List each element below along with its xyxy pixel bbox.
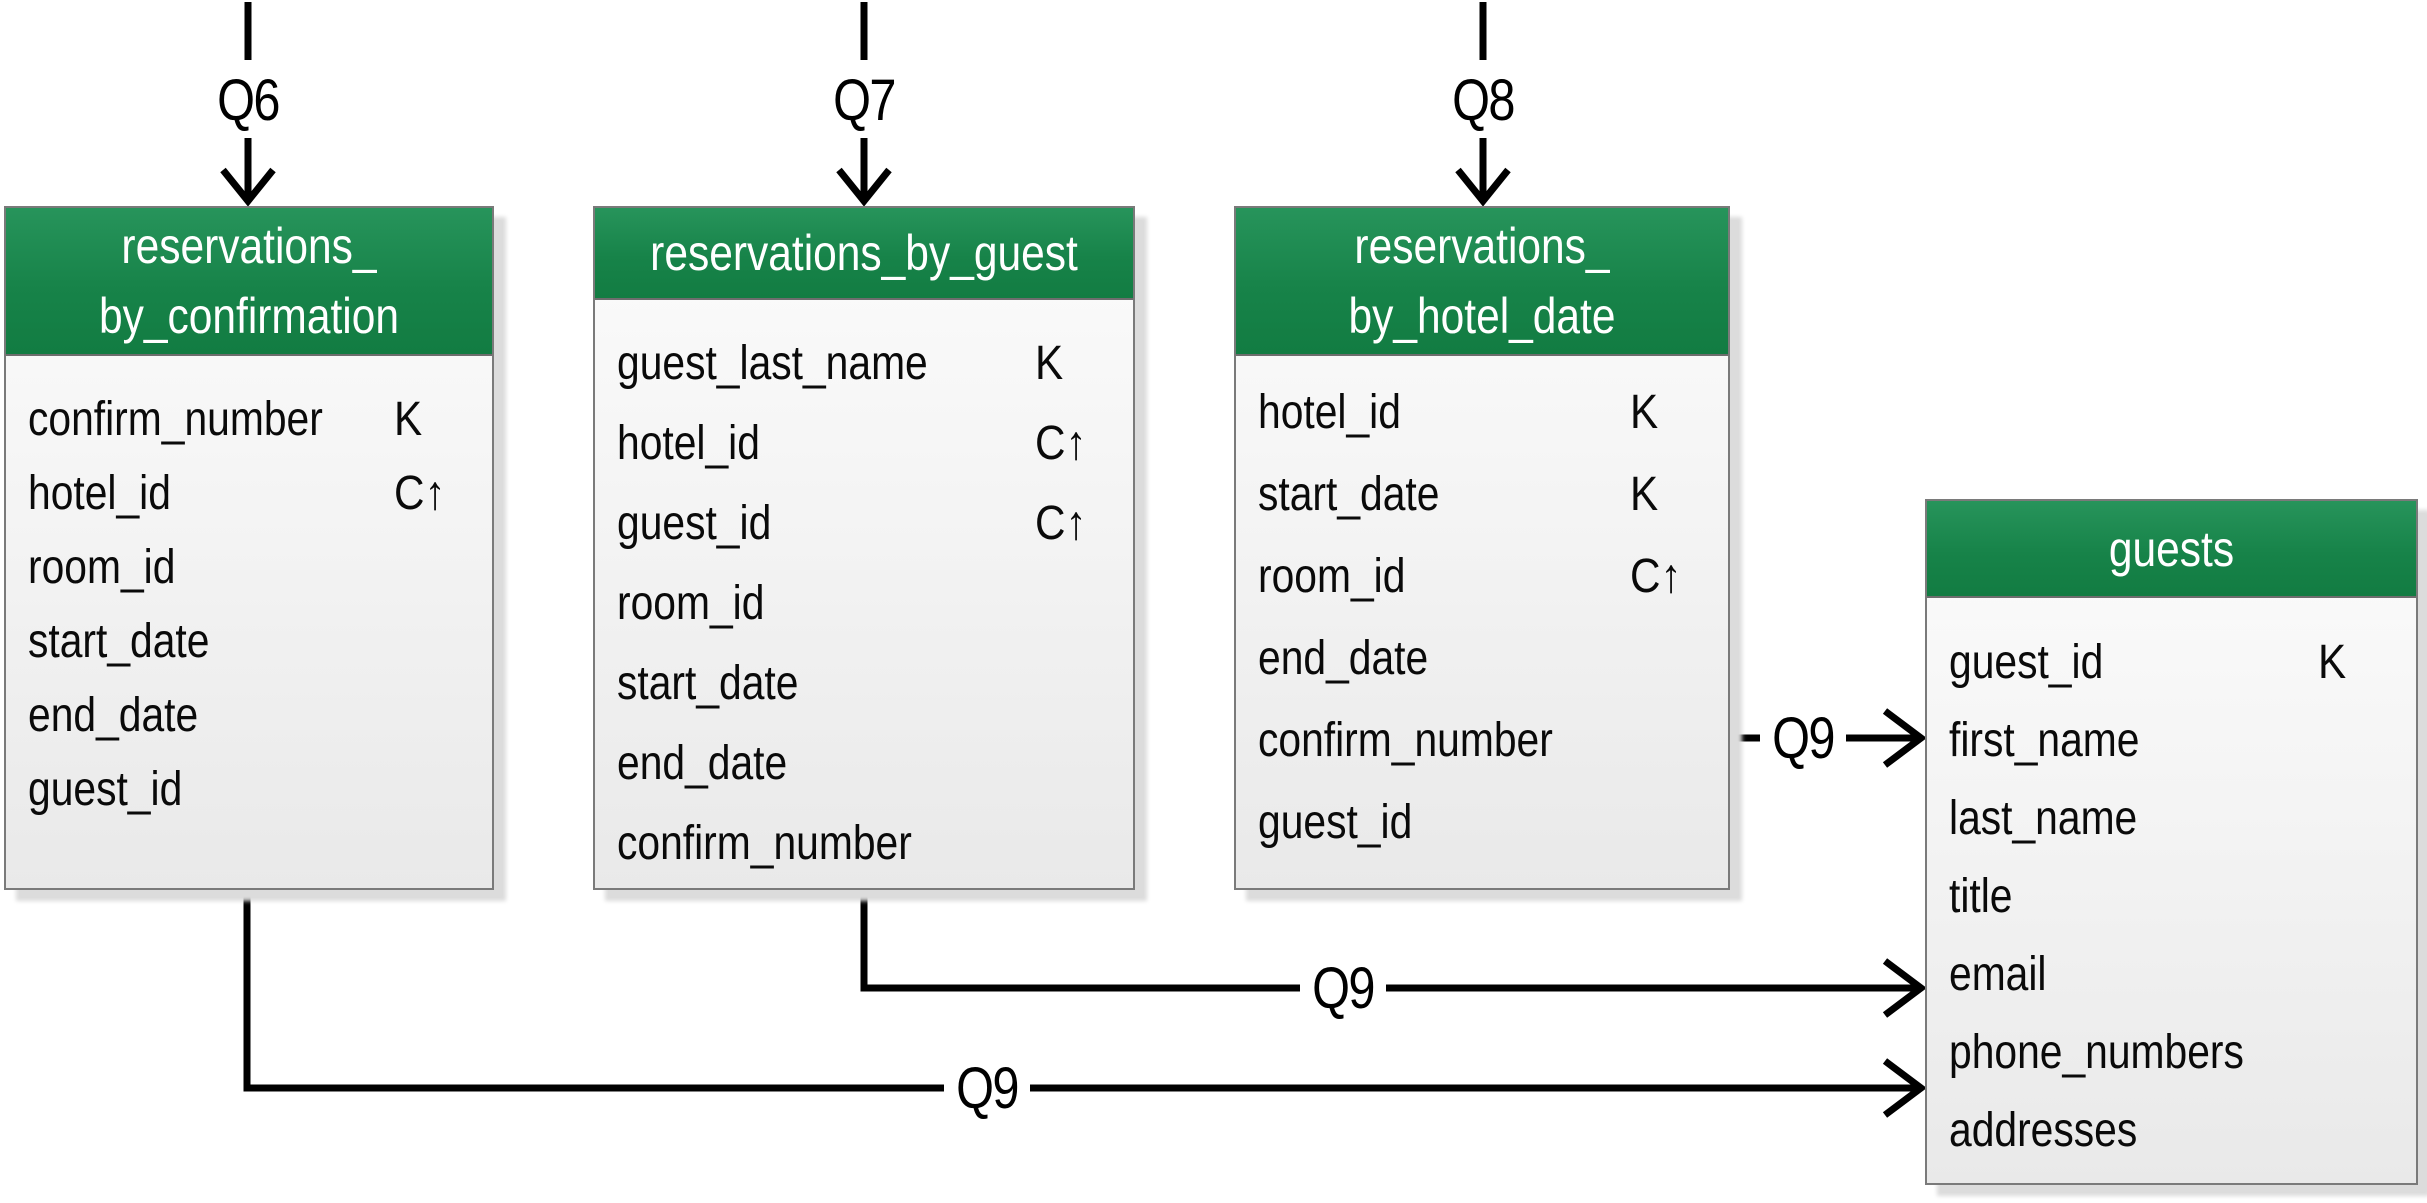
field-row: end_date: [1236, 617, 1728, 699]
field-row: start_date K: [1236, 453, 1728, 535]
q9-confirmation-arrowhead-icon: [1882, 1058, 1927, 1118]
field-row: email: [1927, 935, 2416, 1013]
field-key-marker: K: [394, 392, 423, 446]
q9-confirmation-line: [243, 890, 1917, 1092]
field-key-marker: C↑: [1035, 496, 1087, 550]
field-row: end_date: [595, 723, 1133, 803]
field-key-marker: K: [1035, 336, 1064, 390]
field-row: guest_id C↑: [595, 483, 1133, 563]
field-name: confirm_number: [617, 816, 912, 870]
field-row: start_date: [6, 604, 492, 678]
field-name: hotel_id: [617, 416, 760, 470]
field-name: start_date: [1258, 467, 1440, 521]
field-row: last_name: [1927, 779, 2416, 857]
field-row: title: [1927, 857, 2416, 935]
field-name: hotel_id: [28, 466, 171, 520]
field-name: start_date: [617, 656, 799, 710]
field-row: confirm_number: [1236, 699, 1728, 781]
q9-guest-line: [860, 890, 1917, 992]
field-name: end_date: [28, 688, 199, 742]
field-row: confirm_number K: [6, 382, 492, 456]
field-key-marker: C↑: [394, 466, 446, 520]
field-name: guest_last_name: [617, 336, 928, 390]
q6-arrowhead-icon: [220, 167, 276, 207]
field-name: room_id: [1258, 549, 1406, 603]
q9-guest-label: Q9: [1312, 957, 1374, 1021]
q9-hotel-date-label: Q9: [1772, 707, 1834, 771]
field-row: guest_last_name K: [595, 323, 1133, 403]
q7-label: Q7: [833, 69, 895, 133]
field-row: room_id C↑: [1236, 535, 1728, 617]
field-key-marker: K: [1630, 385, 1659, 439]
table-title-line: reservations_: [1354, 218, 1610, 274]
field-name: first_name: [1949, 713, 2140, 767]
field-row: hotel_id C↑: [595, 403, 1133, 483]
table-header: reservations_ by_hotel_date: [1236, 208, 1728, 356]
field-name: last_name: [1949, 791, 2138, 845]
field-name: start_date: [28, 614, 210, 668]
q9-hotel-date-label-bg: [1760, 707, 1846, 769]
field-name: confirm_number: [1258, 713, 1553, 767]
field-name: end_date: [617, 736, 788, 790]
table-title-line: reservations_: [121, 218, 377, 274]
table-title-line: guests: [2108, 520, 2235, 577]
field-name: email: [1949, 947, 2047, 1001]
field-key-marker: C↑: [1630, 549, 1682, 603]
table-title-line: reservations_by_guest: [650, 225, 1078, 281]
q9-confirmation-label: Q9: [956, 1057, 1018, 1121]
field-name: room_id: [28, 540, 176, 594]
table-reservations-by-confirmation: reservations_ by_confirmation confirm_nu…: [4, 206, 494, 890]
table-header: reservations_by_guest: [595, 208, 1133, 300]
q8-arrowhead-icon: [1455, 167, 1511, 207]
field-name: guest_id: [28, 762, 183, 816]
field-key-marker: K: [2318, 635, 2347, 689]
q9-hotel-date-arrowhead-icon: [1882, 708, 1927, 768]
field-key-marker: K: [1630, 467, 1659, 521]
q8-label: Q8: [1452, 69, 1514, 133]
field-row: addresses: [1927, 1091, 2416, 1169]
table-header: guests: [1927, 501, 2416, 598]
q6-label: Q6: [217, 69, 279, 133]
q9-guest-arrowhead-icon: [1882, 958, 1927, 1018]
table-title-line: by_hotel_date: [1348, 288, 1616, 344]
field-name: room_id: [617, 576, 765, 630]
field-row: first_name: [1927, 701, 2416, 779]
field-row: start_date: [595, 643, 1133, 723]
field-name: end_date: [1258, 631, 1429, 685]
q9-guest-label-bg: [1300, 957, 1386, 1019]
field-row: confirm_number: [595, 803, 1133, 883]
field-row: phone_numbers: [1927, 1013, 2416, 1091]
field-key-marker: C↑: [1035, 416, 1087, 470]
field-row: end_date: [6, 678, 492, 752]
field-name: confirm_number: [28, 392, 323, 446]
field-name: guest_id: [1949, 635, 2104, 689]
q9-confirmation-label-bg: [944, 1057, 1030, 1119]
q7-arrowhead-icon: [836, 167, 892, 207]
field-name: phone_numbers: [1949, 1025, 2244, 1079]
field-row: guest_id K: [1927, 623, 2416, 701]
field-row: guest_id: [6, 752, 492, 826]
field-name: hotel_id: [1258, 385, 1401, 439]
field-row: guest_id: [1236, 781, 1728, 863]
field-row: hotel_id C↑: [6, 456, 492, 530]
field-row: room_id: [595, 563, 1133, 643]
field-name: guest_id: [617, 496, 772, 550]
field-name: title: [1949, 869, 2013, 923]
table-title-line: by_confirmation: [98, 288, 400, 344]
table-header: reservations_ by_confirmation: [6, 208, 492, 356]
field-row: room_id: [6, 530, 492, 604]
field-row: hotel_id K: [1236, 371, 1728, 453]
field-name: guest_id: [1258, 795, 1413, 849]
field-name: addresses: [1949, 1103, 2138, 1157]
